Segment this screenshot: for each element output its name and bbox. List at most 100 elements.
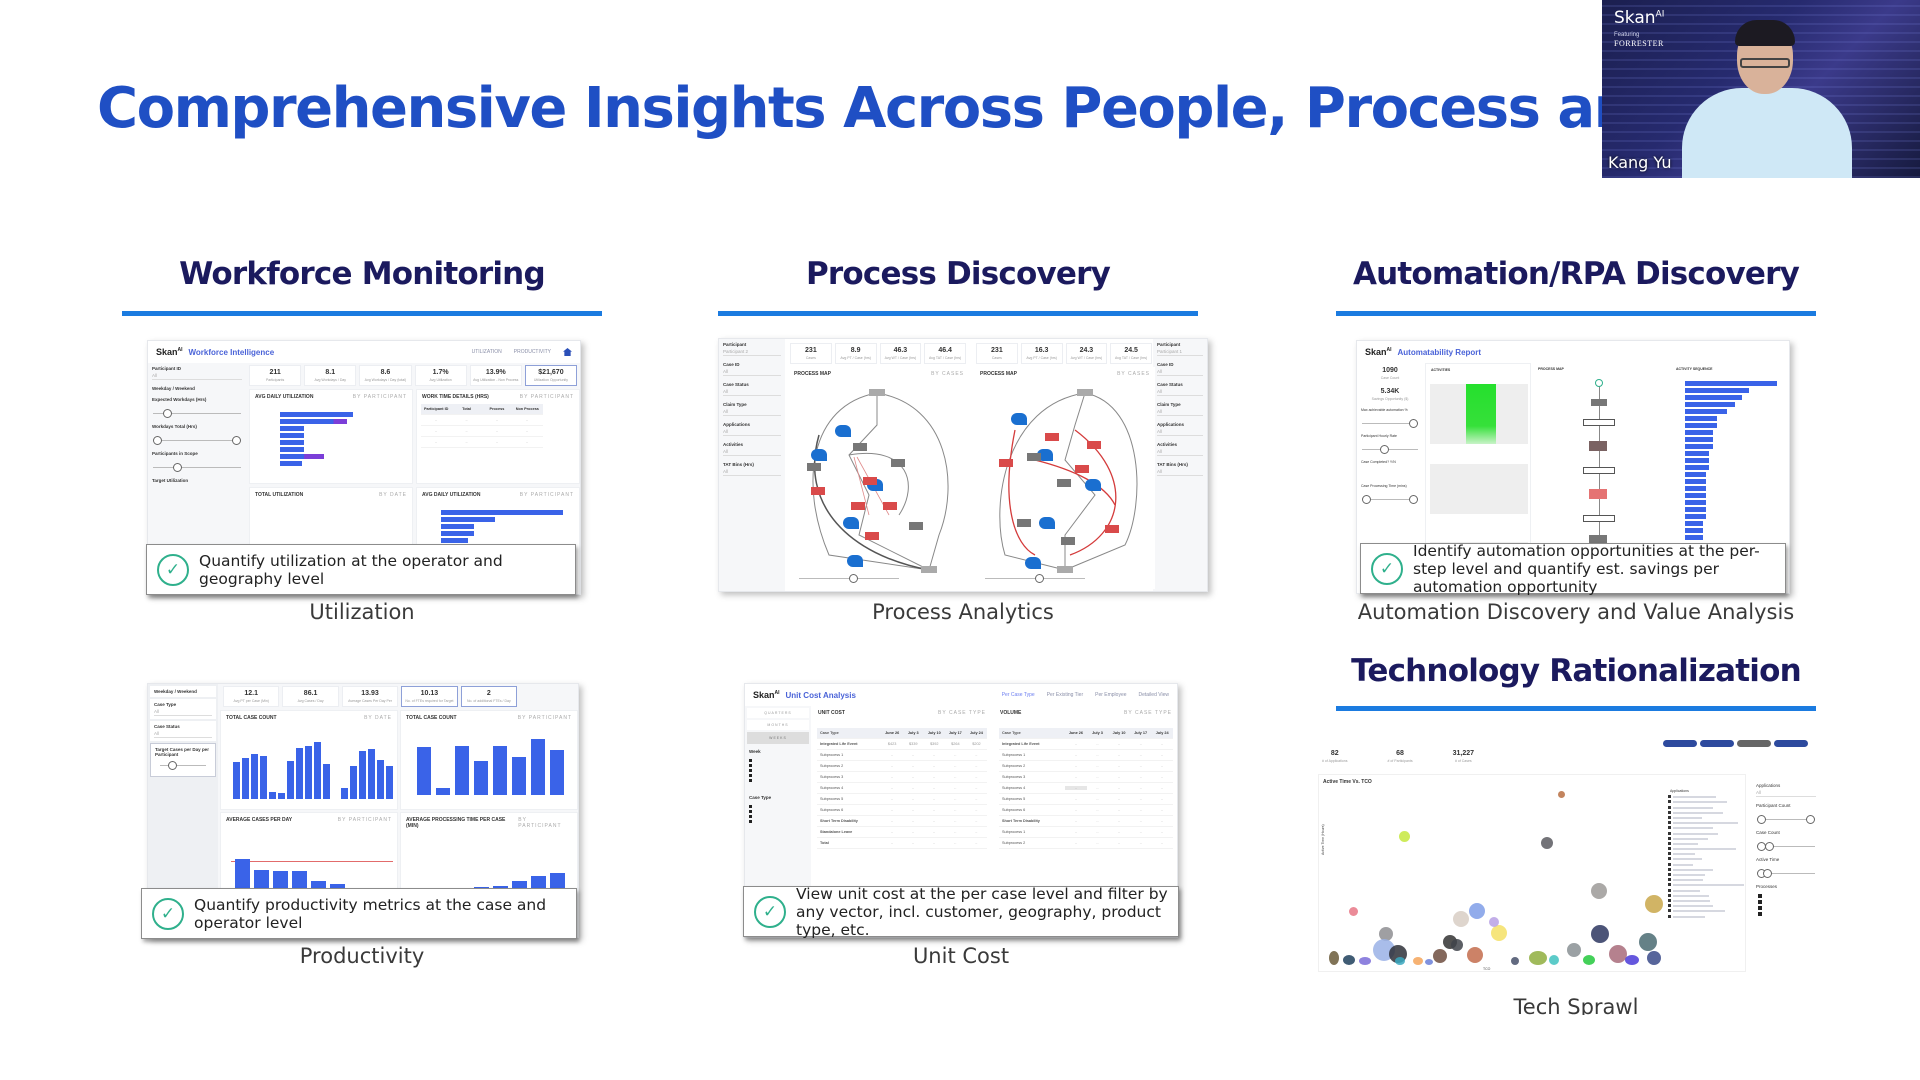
filter-participant-count[interactable]: Participant Count <box>1756 803 1791 808</box>
nav-per-case-type[interactable]: Per Case Type <box>1001 692 1035 698</box>
filter-target-cases[interactable]: Target Cases per Day per Participant <box>150 743 216 777</box>
filter-hourly-rate[interactable]: Participant Hourly Rate <box>1361 434 1397 438</box>
active-time-slider[interactable] <box>1757 868 1815 878</box>
tech-kpis: 82# of Applications 68# of Participants … <box>1322 750 1475 763</box>
view-pill-active[interactable] <box>1737 740 1771 747</box>
utilization-dashboard-header: SkanAI Workforce Intelligence UTILIZATIO… <box>148 341 580 363</box>
filter-case-processing-time[interactable]: Case Processing Time (mins) <box>1361 484 1407 488</box>
active-time-vs-tco-chart[interactable]: Active Time Vs. TCO Active Time (Hours) … <box>1318 774 1746 972</box>
speaker-video-tile[interactable]: SkanAI Featuring FORRESTER Kang Yu <box>1602 0 1920 178</box>
nav-utilization[interactable]: UTILIZATION <box>471 349 502 355</box>
nav-detailed-view[interactable]: Detailed View <box>1138 692 1169 698</box>
map-zoom-slider[interactable] <box>799 573 899 583</box>
filter-tat-bins[interactable]: TAT Bins (Hrs)All <box>719 459 785 479</box>
nav-productivity[interactable]: PRODUCTIVITY <box>513 349 551 355</box>
tab-months[interactable]: MONTHS <box>747 720 809 730</box>
hourly-rate-slider[interactable] <box>1362 444 1418 454</box>
filter-workdays-total[interactable]: Workdays Total (Hrs) <box>152 424 197 429</box>
process-map-graph <box>812 389 949 573</box>
rule-process-discovery <box>718 311 1198 316</box>
filter-expected-workdays[interactable]: Expected Workdays (Hrs) <box>152 397 207 402</box>
home-icon[interactable] <box>563 348 572 356</box>
filter-target-utilization[interactable]: Target Utilization <box>152 478 189 483</box>
heading-process-discovery: Process Discovery <box>805 256 1111 292</box>
productivity-caption: ✓ Quantify productivity metrics at the c… <box>141 888 577 939</box>
video-featuring: Featuring <box>1614 32 1640 38</box>
view-pill[interactable] <box>1700 740 1734 747</box>
kpi-card: 13.9%Avg Utilization - Non Process <box>469 365 522 386</box>
workdays-total-slider[interactable] <box>153 435 241 445</box>
nav-per-employee[interactable]: Per Employee <box>1095 692 1127 698</box>
tech-sprawl-label-clip: Tech Sprawl <box>1336 995 1816 1015</box>
filter-max-automation[interactable]: Max achievable automation % <box>1361 408 1408 412</box>
filter-weekday-weekend[interactable]: Weekday / Weekend <box>152 386 195 391</box>
filter-active-time[interactable]: Active Time <box>1756 857 1780 862</box>
tab-weeks[interactable]: WEEKS <box>747 732 809 744</box>
filter-case-completed[interactable]: Case Completed? Y/N <box>1361 460 1396 464</box>
participants-slider[interactable] <box>153 462 241 472</box>
dashboard-title: Workforce Intelligence <box>188 347 275 357</box>
kpi-card: 1.7%Avg Utilization <box>414 365 467 386</box>
expected-workdays-slider[interactable] <box>153 408 241 418</box>
utilization-caption: ✓ Quantify utilization at the operator a… <box>146 544 576 595</box>
video-brand-logo: SkanAI <box>1614 8 1664 28</box>
filter-case-count[interactable]: Case Count <box>1756 830 1780 835</box>
view-pill[interactable] <box>1774 740 1808 747</box>
filter-week[interactable]: Week <box>749 749 761 754</box>
heading-technology-rationalization: Technology Rationalization <box>1351 653 1802 689</box>
card-label-automation: Automation Discovery and Value Analysis <box>1357 600 1795 624</box>
speaker-body <box>1682 88 1852 178</box>
target-cases-slider[interactable] <box>160 760 206 770</box>
bubble-plot <box>1329 787 1665 965</box>
filter-processes[interactable]: Processes <box>1756 884 1778 889</box>
card-label-unit-cost: Unit Cost <box>912 944 1010 968</box>
activities-list[interactable] <box>1430 464 1528 514</box>
applications-legend: Applications <box>1667 789 1745 921</box>
processing-time-slider[interactable] <box>1362 494 1418 504</box>
speaker-name: Kang Yu <box>1608 153 1672 172</box>
tech-sprawl-dashboard-card[interactable]: 82# of Applications 68# of Participants … <box>1312 726 1822 974</box>
filter-case-type[interactable]: Case Type <box>749 795 772 800</box>
check-icon: ✓ <box>157 553 189 586</box>
participant-count-slider[interactable] <box>1757 814 1815 824</box>
tab-quarters[interactable]: QUARTERS <box>747 708 809 718</box>
automation-slider[interactable] <box>1362 418 1418 428</box>
rule-automation-rpa-discovery <box>1336 311 1816 316</box>
case-count-slider[interactable] <box>1757 841 1815 851</box>
nav-per-existing-tier[interactable]: Per Existing Tier <box>1046 692 1084 698</box>
filter-tat-bins-right[interactable]: TAT Bins (Hrs)All <box>1153 459 1207 479</box>
map-zoom-slider[interactable] <box>985 573 1085 583</box>
filter-participants-in-scope[interactable]: Participants in Scope <box>152 451 198 456</box>
video-brand-sup: AI <box>1655 9 1665 20</box>
view-pill[interactable] <box>1663 740 1697 747</box>
filter-weekday-weekend[interactable]: Weekday / Weekend <box>150 686 216 697</box>
card-label-productivity: Productivity <box>299 944 425 968</box>
